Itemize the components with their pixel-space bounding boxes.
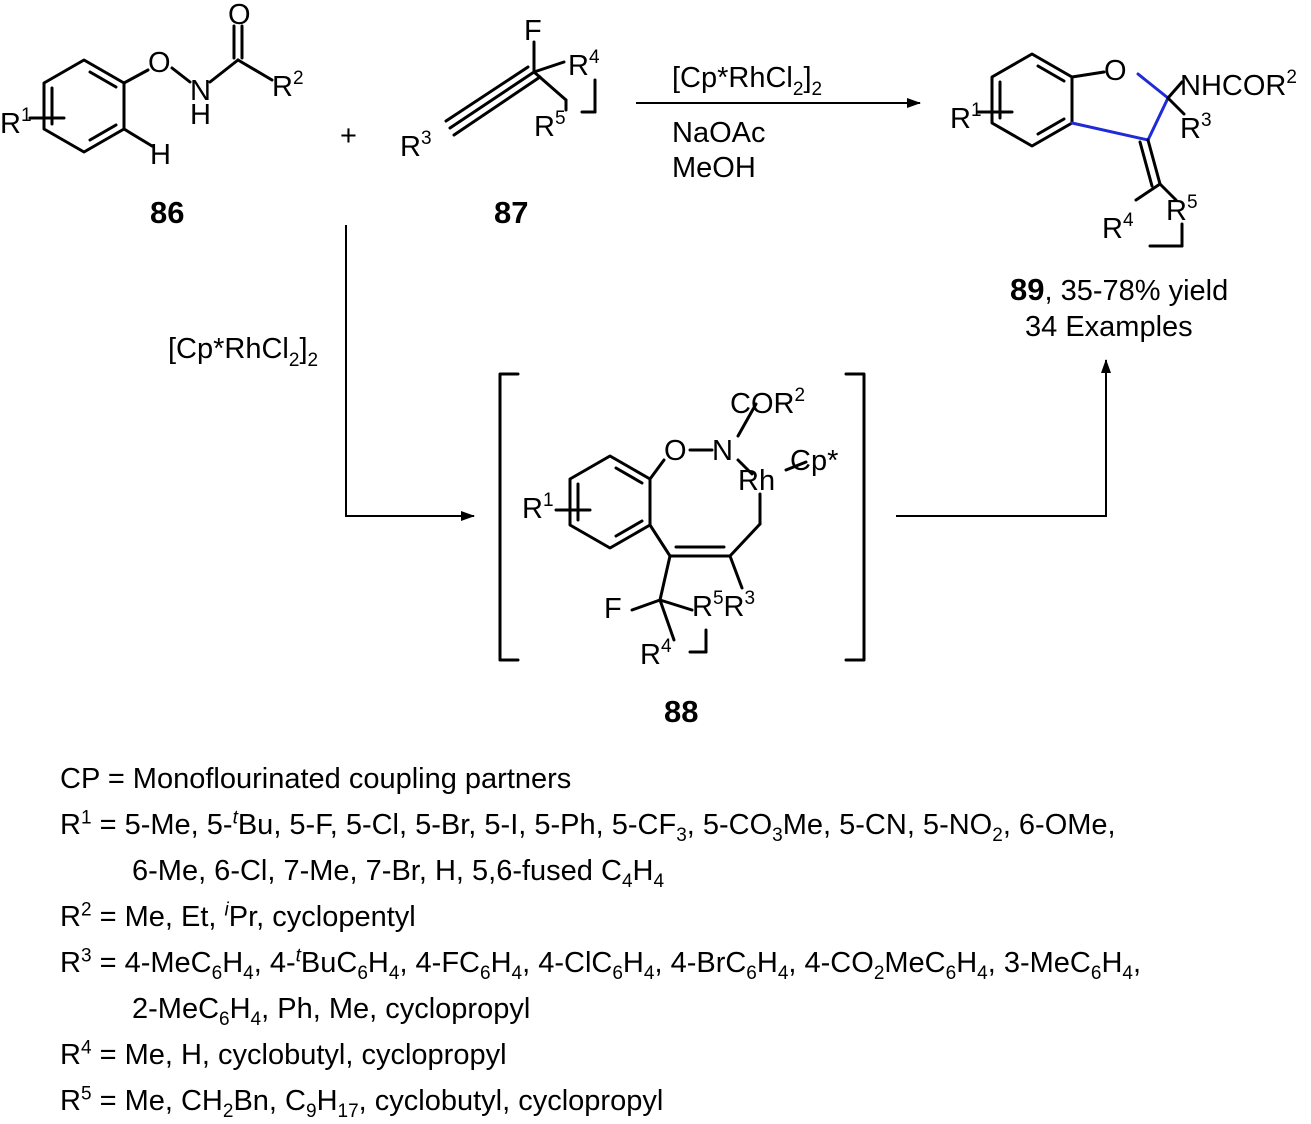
r4-label: R4 [568, 47, 600, 82]
nitrogen-label-88: N [712, 435, 733, 467]
r3-definition-cont: 2-MeC6H4, Ph, Me, cyclopropyl [132, 993, 531, 1030]
product-examples-label: 34 Examples [1025, 311, 1193, 343]
r4-label-88: R4 [640, 636, 672, 671]
r3-label-89: R3 [1180, 110, 1212, 145]
r3-definition: R3 = 4-MeC6H4, 4-tBuC6H4, 4-FC6H4, 4-ClC… [60, 945, 1142, 984]
intermediate-88-brackets [498, 372, 866, 662]
r1-label-89: R1 [950, 100, 982, 135]
compound-89-structure: R1 O NHCOR2 R3 R4 R5 [950, 52, 1297, 248]
base-label: NaOAc [672, 117, 765, 149]
r1-definition-cont: 6-Me, 6-Cl, 7-Me, 7-Br, H, 5,6-fused C4H… [132, 855, 665, 892]
r2-label: R2 [272, 68, 304, 103]
solvent-label: MeOH [672, 152, 756, 184]
r3-label: R3 [400, 128, 432, 163]
compound-87-label: 87 [494, 195, 528, 230]
compound-87-structure: F R4 R5 R3 [400, 15, 600, 163]
r5r3-label-88: R5R3 [692, 588, 755, 623]
r5-label: R5 [534, 108, 566, 143]
side-catalyst-label: [Cp*RhCl2]2 [168, 333, 318, 371]
r1-definition: R1 = 5-Me, 5-tBu, 5-F, 5-Cl, 5-Br, 5-I, … [60, 807, 1116, 846]
oxygen-label-88: O [664, 435, 687, 467]
compound-86-label: 86 [150, 195, 184, 230]
furan-oxygen-label: O [1104, 55, 1127, 87]
r1-label: R1 [0, 105, 32, 140]
carbonyl-oxygen-label: O [228, 0, 251, 31]
product-yield-label: 89, 35-78% yield [1010, 272, 1228, 307]
compound-86-structure: R1 O N H O R2 H [0, 0, 304, 171]
compound-88-label: 88 [664, 694, 698, 729]
cor2-label-88: COR2 [730, 385, 805, 420]
r4-definition: R4 = Me, H, cyclobutyl, cyclopropyl [60, 1037, 507, 1071]
cp-star-label: Cp* [790, 445, 838, 477]
r5-definition: R5 = Me, CH2Bn, C9H17, cyclobutyl, cyclo… [60, 1083, 664, 1122]
rhodium-label: Rh [738, 465, 775, 497]
aryl-hydrogen-label: H [150, 139, 171, 171]
fluorine-label: F [524, 15, 542, 47]
cp-definition: CP = Monoflourinated coupling partners [60, 763, 572, 795]
r1-label-88: R1 [522, 490, 554, 525]
r2-definition: R2 = Me, Et, iPr, cyclopentyl [60, 899, 416, 933]
top-catalyst-label: [Cp*RhCl2]2 [672, 62, 822, 100]
fluorine-label-88: F [604, 593, 622, 625]
oxygen-label: O [148, 47, 171, 79]
r5-label-89: R5 [1166, 192, 1198, 227]
r4-label-89: R4 [1102, 210, 1134, 245]
plus-sign: + [340, 120, 357, 152]
substituent-legend: CP = Monoflourinated coupling partners R… [60, 756, 1300, 1124]
intermediate-88-structure: R1 O N COR2 Rh Cp* F R5R3 R4 [522, 385, 838, 671]
pathway-arrow-to-88 [345, 225, 475, 521]
pathway-arrow-to-89 [896, 359, 1111, 517]
nitrogen-label: N [190, 75, 211, 107]
nh-hydrogen-label: H [190, 99, 211, 131]
nhcor2-label: NHCOR2 [1180, 67, 1297, 102]
